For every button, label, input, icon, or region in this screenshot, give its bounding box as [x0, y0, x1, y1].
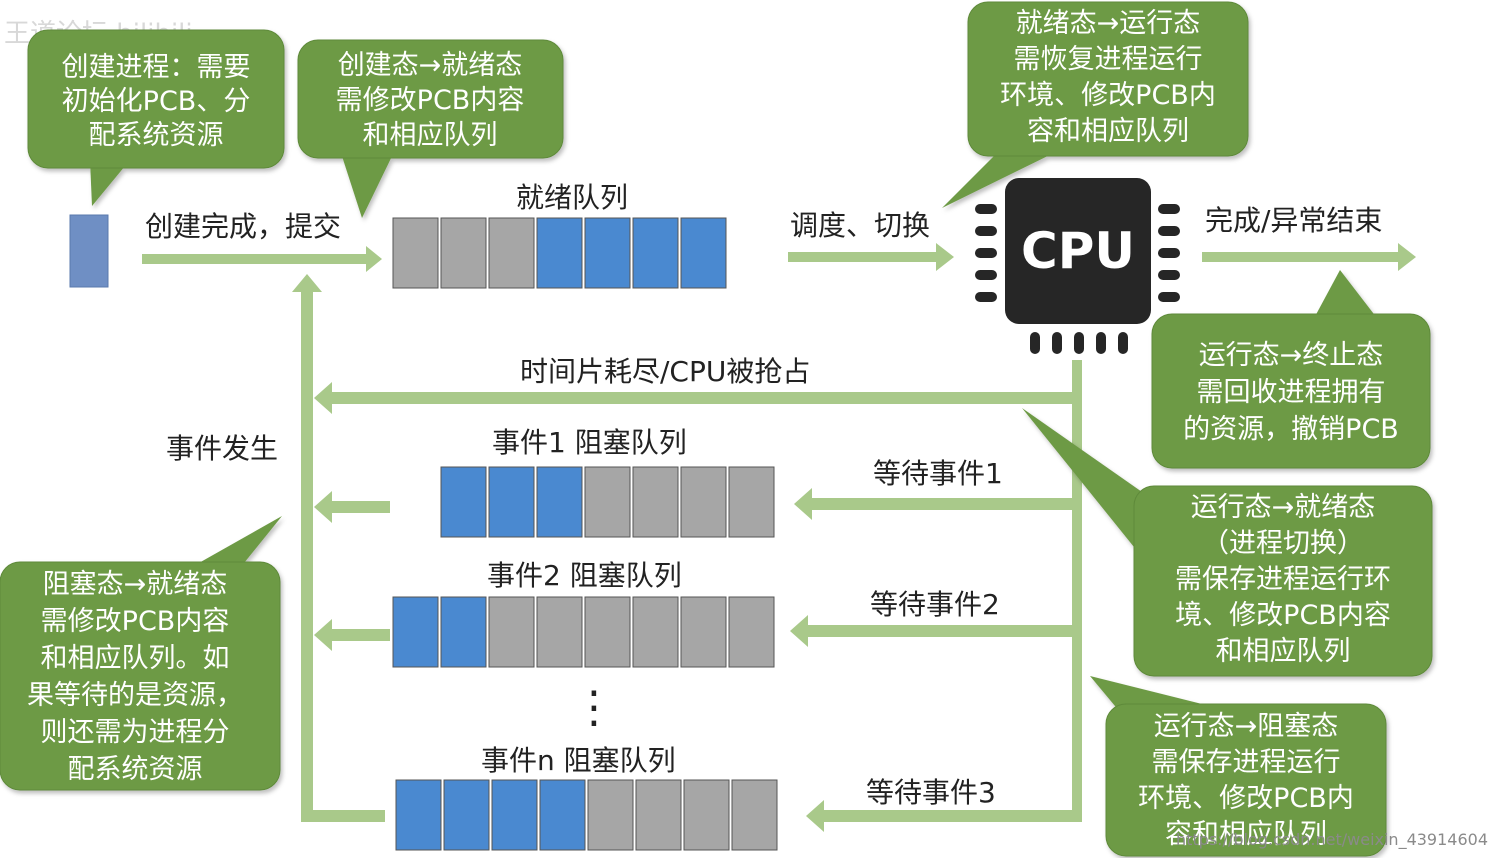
running-to-ready-line: 境、修改PCB内容: [1175, 600, 1391, 631]
event1-queue-cell: [488, 466, 535, 538]
arrow-dispatch: [788, 243, 954, 271]
running-to-ready-line: 和相应队列: [1216, 636, 1351, 667]
event2-queue-cell: [632, 596, 679, 668]
blocked-to-ready-line: 阻塞态→就绪态: [43, 569, 228, 600]
event2-queue-cell: [536, 596, 583, 668]
ready-to-running-line: 容和相应队列: [1027, 116, 1189, 147]
create-process-line: 初始化PCB、分: [62, 86, 251, 117]
ellipsis-dots: ⋮: [572, 682, 616, 733]
running-to-terminated-line: 的资源，撤销PCB: [1183, 414, 1399, 445]
create-process-line: 创建进程：需要: [62, 52, 251, 83]
label-event-happen: 事件发生: [166, 432, 278, 465]
watermark-bottom: https://blog.csdn.net/weixin_43914604: [1176, 830, 1488, 850]
running-to-blocked-line: 容和相应队列: [1165, 819, 1327, 850]
event2-queue-cell: [680, 596, 727, 668]
eventn-queue-cell: [731, 779, 778, 851]
eventn-queue-cell: [395, 779, 442, 851]
event1-queue-cell: [584, 466, 631, 538]
label-blocked-q2: 事件2 阻塞队列: [487, 559, 682, 592]
arrow-wait2: [790, 615, 1082, 647]
label-finish: 完成/异常结束: [1205, 204, 1382, 237]
event2-queue-cell: [488, 596, 535, 668]
label-create-done: 创建完成，提交: [145, 210, 341, 243]
eventn-queue-cell: [539, 779, 586, 851]
eventn-queue-cell: [683, 779, 730, 851]
arrow-wait1: [794, 488, 1082, 520]
ready-queue-cell: [632, 217, 679, 289]
ready-queue-cell: [680, 217, 727, 289]
label-blocked-qn: 事件n 阻塞队列: [481, 744, 676, 777]
blocked-queue-1: [440, 466, 775, 538]
create-to-ready-line: 需修改PCB内容: [336, 85, 525, 116]
arrow-q2-out: [314, 619, 390, 651]
eventn-queue-cell: [443, 779, 490, 851]
blocked-to-ready-line: 需修改PCB内容: [41, 606, 230, 637]
running-to-ready-line: （进程切换）: [1202, 528, 1364, 559]
cpu-down-line: [1072, 360, 1082, 822]
event1-queue-cell: [440, 466, 487, 538]
ready-queue-cell: [392, 217, 439, 289]
eventn-queue-cell: [491, 779, 538, 851]
arrow-time-slice: [314, 382, 1082, 414]
blocked-to-ready-line: 果等待的是资源，: [27, 680, 243, 711]
blocked-to-ready-line: 配系统资源: [68, 754, 203, 785]
eventn-queue-cell: [635, 779, 682, 851]
event2-queue-cell: [584, 596, 631, 668]
ready-queue: [392, 217, 727, 289]
arrow-finish: [1202, 243, 1416, 271]
blocked-queue-n: [395, 779, 778, 851]
event2-queue-cell: [440, 596, 487, 668]
label-wait2: 等待事件2: [870, 588, 1000, 621]
label-wait3: 等待事件3: [866, 776, 996, 809]
running-to-terminated-line: 需回收进程拥有: [1197, 377, 1386, 408]
blocked-queue-2: [392, 596, 775, 668]
label-ready-queue: 就绪队列: [516, 181, 628, 214]
running-to-blocked-line: 运行态→阻塞态: [1154, 711, 1339, 742]
ready-to-running-line: 环境、修改PCB内: [1000, 80, 1216, 111]
ready-queue-cell: [536, 217, 583, 289]
create-process-line: 配系统资源: [89, 120, 224, 151]
running-to-ready-line: 运行态→就绪态: [1191, 492, 1376, 523]
label-blocked-q1: 事件1 阻塞队列: [492, 426, 687, 459]
event1-queue-cell: [632, 466, 679, 538]
ready-queue-cell: [440, 217, 487, 289]
event2-queue-cell: [392, 596, 439, 668]
label-dispatch: 调度、切换: [790, 209, 930, 242]
create-to-ready-line: 创建态→就绪态: [338, 50, 523, 81]
ready-queue-cell: [584, 217, 631, 289]
label-time-slice: 时间片耗尽/CPU被抢占: [520, 355, 810, 388]
running-to-blocked-line: 需保存进程运行: [1152, 747, 1341, 778]
arrow-q1-out: [314, 491, 390, 523]
create-to-ready-line: 和相应队列: [363, 120, 498, 151]
running-to-ready-line: 需保存进程运行环: [1175, 564, 1391, 595]
label-wait1: 等待事件1: [873, 457, 1003, 490]
ready-queue-cell: [488, 217, 535, 289]
cpu-label: CPU: [1021, 222, 1135, 280]
event1-queue-cell: [536, 466, 583, 538]
arrow-wait3: [806, 800, 1082, 832]
eventn-queue-cell: [587, 779, 634, 851]
running-to-terminated-line: 运行态→终止态: [1199, 340, 1384, 371]
blocked-to-ready-line: 和相应队列。如: [41, 643, 230, 674]
event2-queue-cell: [728, 596, 775, 668]
blocked-to-ready-line: 则还需为进程分: [41, 717, 230, 748]
arrow-submit: [142, 246, 382, 272]
event1-queue-cell: [728, 466, 775, 538]
arrow-event-happen-trunk: [292, 274, 385, 822]
new-process-block: [69, 214, 109, 288]
ready-to-running-line: 就绪态→运行态: [1016, 8, 1201, 39]
cpu-chip-icon: CPU: [975, 178, 1180, 354]
event1-queue-cell: [680, 466, 727, 538]
ready-to-running-line: 需恢复进程运行: [1014, 44, 1203, 75]
running-to-blocked-line: 环境、修改PCB内: [1138, 783, 1354, 814]
